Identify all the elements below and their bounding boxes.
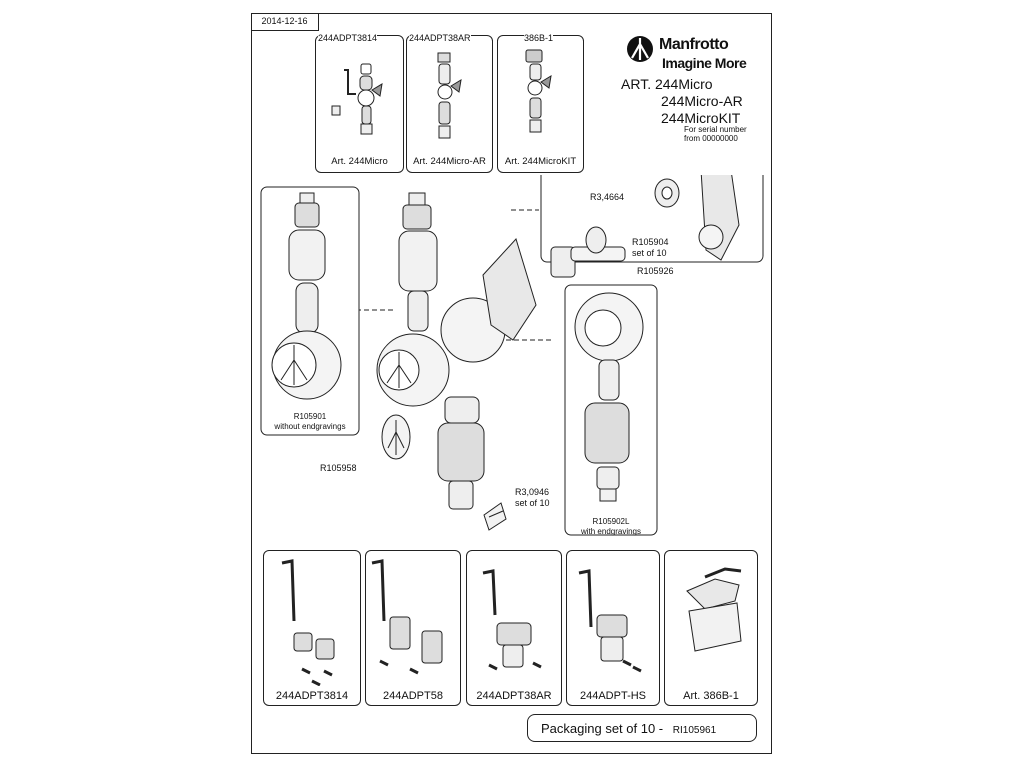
part-note: with endgravings — [580, 527, 642, 536]
part-label-r105926: R105926 — [637, 266, 674, 276]
brand-tagline: Imagine More — [662, 55, 747, 71]
part-set-note: set of 10 — [515, 498, 550, 508]
bottom-panel-244adpt3814: 244ADPT3814 — [263, 550, 361, 706]
bottom-panel-244adpt58: 244ADPT58 — [365, 550, 461, 706]
top-panel-header: 386B-1 — [524, 33, 554, 43]
serial-note: For serial number from 00000000 — [684, 125, 747, 143]
packaging-code: RI105961 — [672, 725, 717, 736]
top-panel-244micro-ar: 244ADPT38AR Art. 244Micro-AR — [406, 33, 493, 173]
manfrotto-logo: Manfrotto Imagine More — [625, 31, 765, 75]
article-line-1: 244Micro — [654, 76, 713, 92]
top-panel-244micro: 244ADPT3814 Art. 244Micro — [315, 33, 404, 173]
screw-icon — [483, 502, 507, 531]
bottom-panel-caption: 244ADPT58 — [383, 690, 443, 702]
endgraving-disk-icon — [381, 414, 411, 460]
article-list: ART. 244Micro 244Micro-AR 244MicroKIT — [621, 76, 743, 127]
serial-note-line-2: from 00000000 — [684, 134, 738, 143]
part-code: R105902L — [592, 517, 630, 526]
part-code: R105901 — [293, 412, 327, 421]
lever-washer-parts-icon — [550, 175, 740, 278]
bottom-panel-244adpt-hs: 244ADPT-HS — [566, 550, 660, 706]
top-panel-caption: Art. 244Micro-AR — [413, 156, 486, 167]
part-label-r105901: R105901 without endgravings — [262, 412, 358, 432]
article-line-2: 244Micro-AR — [661, 93, 743, 109]
part-label-r3-4664: R3,4664 — [590, 192, 625, 202]
top-panel-header: 244ADPT3814 — [318, 33, 378, 43]
arm-thumbnail-icon — [437, 52, 462, 139]
part-label-r105904: R105904 set of 10 — [632, 237, 669, 259]
part-code: R3,0946 — [515, 487, 550, 497]
top-panel-caption: Art. 244Micro — [331, 156, 388, 167]
bottom-panel-caption: 244ADPT3814 — [275, 690, 349, 702]
tripod-logo-icon — [627, 36, 653, 62]
bottom-panel-caption: 244ADPT-HS — [579, 690, 647, 702]
super-clamp-icon — [686, 567, 742, 652]
drawing-date: 2014-12-16 — [251, 13, 319, 31]
packaging-box: Packaging set of 10 - RI105961 — [527, 714, 757, 742]
part-label-r105902l: R105902L with endgravings — [566, 517, 656, 537]
serial-note-line-1: For serial number — [684, 125, 747, 134]
hex-key-adapter-icon — [578, 569, 642, 673]
top-panel-header: 244ADPT38AR — [409, 33, 471, 43]
bottom-panel-caption: 244ADPT38AR — [476, 690, 552, 702]
top-panel-244microkit: 386B-1 Art. 244MicroKIT — [497, 33, 584, 173]
article-prefix: ART. — [621, 76, 652, 92]
bottom-panel-244adpt38ar: 244ADPT38AR — [466, 550, 562, 706]
article-line-3: 244MicroKIT — [661, 110, 741, 126]
part-label-r105958: R105958 — [320, 463, 357, 473]
main-arm-assembly-icon — [376, 192, 537, 510]
part-note: without endgravings — [274, 422, 346, 431]
ball-joint-left-icon — [271, 192, 342, 400]
bottom-panel-caption: Art. 386B-1 — [683, 690, 739, 702]
brand-name: Manfrotto — [659, 36, 729, 53]
hex-key-adapters-icon — [281, 559, 335, 686]
arm-thumbnail-icon — [525, 49, 552, 133]
part-set-note: set of 10 — [632, 248, 667, 258]
arm-thumbnail-icon — [331, 63, 383, 135]
hex-key-adapters-icon — [371, 559, 443, 675]
exploded-view-drawing — [260, 175, 764, 536]
top-panel-caption: Art. 244MicroKIT — [504, 156, 577, 167]
part-label-r3-0946: R3,0946 set of 10 — [515, 487, 550, 509]
bottom-panel-386b-1: Art. 386B-1 — [664, 550, 758, 706]
hex-key-adapter-icon — [482, 569, 542, 671]
part-code: R105904 — [632, 237, 669, 247]
ball-joint-right-icon — [574, 292, 644, 502]
packaging-label: Packaging set of 10 - — [541, 721, 664, 736]
